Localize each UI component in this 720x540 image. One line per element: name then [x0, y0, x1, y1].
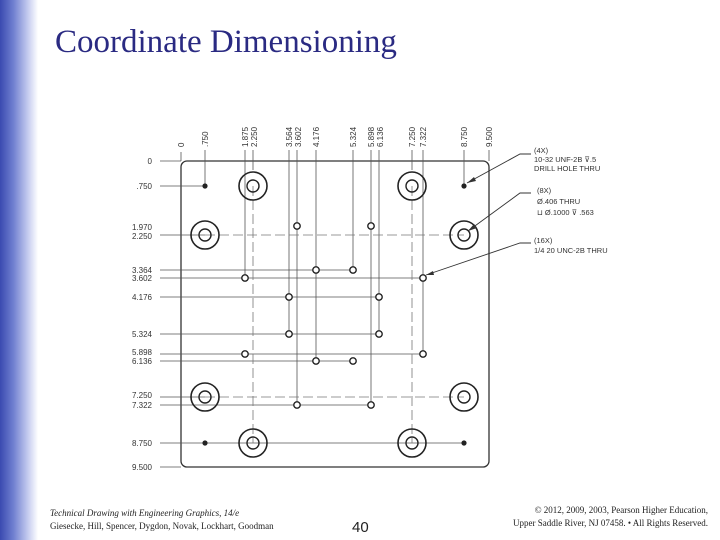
hole-tapped — [293, 222, 301, 230]
x-dim-label: 2.250 — [250, 126, 259, 147]
x-dim-label: 3.602 — [294, 126, 303, 147]
y-dim-label: 7.322 — [132, 401, 153, 410]
callout-drill-thread: 10-32 UNF-2B ⊽.5 — [534, 155, 596, 164]
hole-tapped — [349, 357, 357, 365]
x-dim-label: 7.322 — [419, 126, 428, 147]
hole-large — [190, 382, 220, 412]
hole-tapped — [419, 274, 427, 282]
counterbored-holes — [190, 171, 479, 458]
x-dim-label: 4.176 — [312, 126, 321, 147]
hole-tapped — [241, 274, 249, 282]
x-dim-label: 7.250 — [408, 126, 417, 147]
y-extension-lines — [160, 160, 464, 468]
x-extension-lines — [180, 150, 490, 405]
slide-side-bar — [0, 0, 38, 540]
y-dimension-labels: 0 .750 1.970 2.250 3.364 3.602 4.176 5.3… — [132, 157, 153, 472]
callout-drill-note: DRILL HOLE THRU — [534, 164, 600, 173]
x-dim-label: 9.500 — [485, 126, 494, 147]
footer-citation: Technical Drawing with Engineering Graph… — [50, 507, 274, 533]
center-lines — [205, 186, 464, 443]
x-dim-label: 5.324 — [349, 126, 358, 147]
callout-cbore-depth: ⊔ Ø.1000 ⊽ .563 — [537, 208, 594, 217]
hole-tapped — [293, 401, 301, 409]
hole-tapped — [375, 330, 383, 338]
callout-notes: (4X) 10-32 UNF-2B ⊽.5 DRILL HOLE THRU (8… — [534, 146, 608, 255]
hole-tapped — [312, 357, 320, 365]
copyright-line-2: Upper Saddle River, NJ 07458. • All Righ… — [512, 518, 708, 528]
x-dim-label: 3.564 — [285, 126, 294, 147]
y-dim-label: 3.364 — [132, 266, 153, 275]
y-dim-label: 5.898 — [132, 348, 153, 357]
hole-tapped — [349, 266, 357, 274]
x-dim-label: 5.898 — [367, 126, 376, 147]
x-dim-label: .750 — [201, 131, 210, 147]
hole-tapped — [285, 293, 293, 301]
x-dimension-labels: 0 .750 1.875 2.250 3.564 3.602 4.176 5.3… — [177, 126, 494, 147]
x-dim-label: 6.136 — [376, 126, 385, 147]
page-number: 40 — [352, 519, 369, 536]
hole-large — [397, 428, 427, 458]
slide-title: Coordinate Dimensioning — [55, 24, 397, 60]
y-dim-label: 8.750 — [132, 439, 153, 448]
hole-tapped — [375, 293, 383, 301]
callout-cbore-qty: (8X) — [537, 186, 552, 195]
callout-tap-thread: 1/4 20 UNC-2B THRU — [534, 246, 608, 255]
y-dim-label: 2.250 — [132, 232, 153, 241]
drill-holes — [202, 183, 467, 446]
callout-leaders — [425, 153, 531, 276]
hole-large — [449, 220, 479, 250]
x-dim-label: 0 — [177, 142, 186, 147]
hole-large — [238, 428, 268, 458]
x-dim-label: 1.875 — [241, 126, 250, 147]
y-dim-label: 0 — [148, 157, 153, 166]
tapped-holes — [241, 222, 427, 409]
leader-arrowheads — [426, 177, 477, 275]
hole-tapped — [312, 266, 320, 274]
hole-large — [190, 220, 220, 250]
hole-drill — [202, 183, 208, 189]
copyright-line-1: © 2012, 2009, 2003, Pearson Higher Educa… — [534, 505, 708, 515]
hole-drill — [461, 440, 467, 446]
hole-large — [397, 171, 427, 201]
plate-outline — [180, 160, 490, 468]
hole-tapped — [367, 222, 375, 230]
y-dim-label: 5.324 — [132, 330, 153, 339]
y-dim-label: 9.500 — [132, 463, 153, 472]
hole-tapped — [241, 350, 249, 358]
footer-book-title: Technical Drawing with Engineering Graph… — [50, 508, 240, 518]
hole-tapped — [367, 401, 375, 409]
footer-authors: Giesecke, Hill, Spencer, Dygdon, Novak, … — [50, 521, 274, 531]
hole-drill — [461, 183, 467, 189]
hole-tapped — [419, 350, 427, 358]
hole-large — [238, 171, 268, 201]
y-dim-label: 3.602 — [132, 274, 153, 283]
y-dim-label: 7.250 — [132, 391, 153, 400]
hole-drill — [202, 440, 208, 446]
callout-drill-qty: (4X) — [534, 146, 549, 155]
callout-cbore-dia: Ø.406 THRU — [537, 197, 580, 206]
hole-large — [449, 382, 479, 412]
y-dim-label: 4.176 — [132, 293, 153, 302]
y-dim-label: .750 — [136, 182, 152, 191]
x-dim-label: 8.750 — [460, 126, 469, 147]
y-dim-label: 6.136 — [132, 357, 153, 366]
y-dim-label: 1.970 — [132, 223, 153, 232]
callout-tap-qty: (16X) — [534, 236, 553, 245]
hole-tapped — [285, 330, 293, 338]
footer-copyright: © 2012, 2009, 2003, Pearson Higher Educa… — [513, 504, 708, 530]
